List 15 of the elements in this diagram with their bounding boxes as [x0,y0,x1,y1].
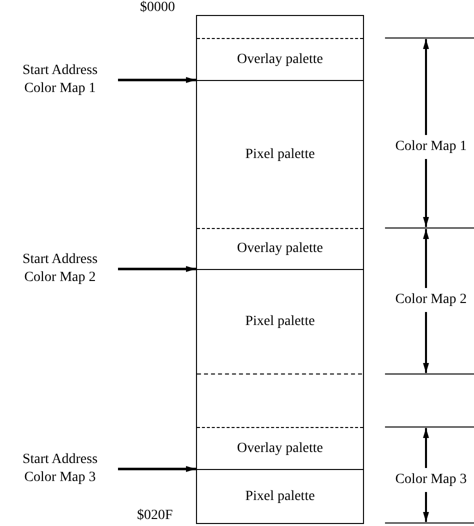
arrow [118,266,196,272]
segment-label: Pixel palette [245,314,315,330]
memory-block [196,15,364,524]
arrow [118,77,196,83]
segment-label: Pixel palette [245,488,315,504]
arrow [118,466,196,472]
address-label: $020F [137,508,173,524]
segment-label: Overlay palette [237,52,323,68]
segment-label: Overlay palette [237,440,323,456]
segment-label: Pixel palette [245,146,315,162]
pointer-label: Start Address Color Map 3 [21,451,99,487]
address-label: $0000 [140,0,175,16]
segment-label: Overlay palette [237,241,323,257]
pointer-label: Start Address Color Map 2 [21,251,99,287]
pointer-label: Start Address Color Map 1 [21,62,99,98]
